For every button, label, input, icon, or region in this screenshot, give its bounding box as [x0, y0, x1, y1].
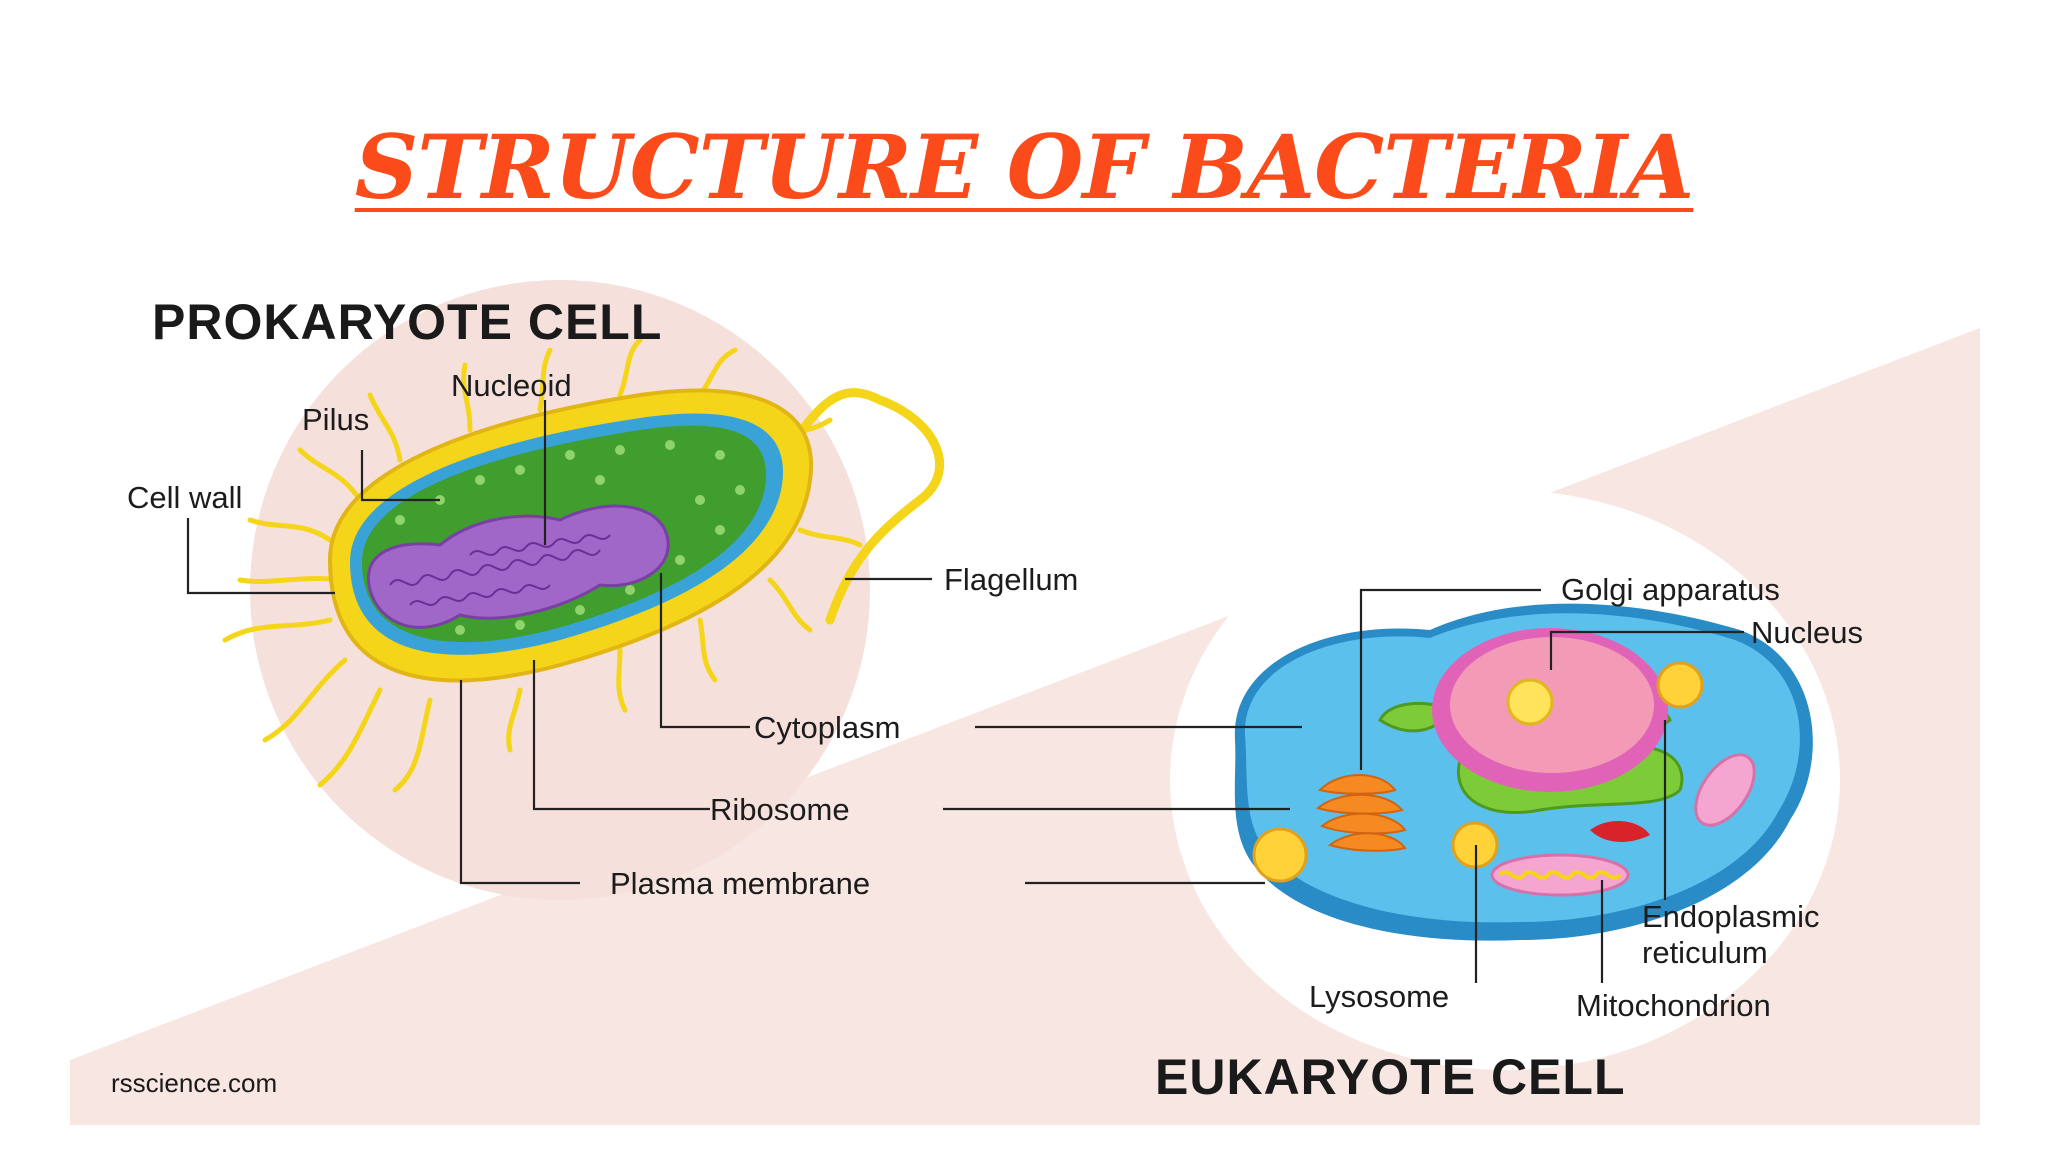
- label-endoplasmic: Endoplasmic: [1642, 899, 1819, 934]
- eukaryote-cell-illustration: [1234, 603, 1813, 941]
- mitochondrion-shape: [1490, 753, 1756, 897]
- eukaryote-heading: EUKARYOTE CELL: [1155, 1049, 1626, 1105]
- flagellum-shape: [770, 388, 944, 625]
- label-pilus: Pilus: [302, 402, 369, 437]
- source-credit: rsscience.com: [111, 1068, 277, 1098]
- nucleolus-shape: [1506, 678, 1554, 726]
- prokaryote-heading: PROKARYOTE CELL: [152, 294, 662, 350]
- label-cell-wall: Cell wall: [127, 480, 242, 515]
- label-plasma-membrane: Plasma membrane: [610, 866, 870, 901]
- golgi-apparatus-shape: [1315, 774, 1407, 852]
- page-title-text: STRUCTURE OF BACTERIA: [354, 115, 1695, 219]
- rough-er-shape: [1590, 820, 1650, 842]
- label-golgi-apparatus: Golgi apparatus: [1561, 572, 1780, 607]
- leader-lines: [186, 400, 1744, 983]
- pili-shapes: [222, 337, 863, 793]
- label-nucleoid: Nucleoid: [451, 368, 572, 403]
- label-flagellum: Flagellum: [944, 562, 1078, 597]
- label-ribosome: Ribosome: [710, 792, 850, 827]
- label-reticulum: reticulum: [1642, 935, 1768, 970]
- nucleoid-dna-squiggles: [389, 534, 611, 606]
- prokaryote-cell-illustration: [222, 337, 944, 793]
- page-title: STRUCTURE OF BACTERIA: [0, 115, 2048, 219]
- label-lysosome: Lysosome: [1309, 979, 1449, 1014]
- label-cytoplasm: Cytoplasm: [754, 710, 900, 745]
- label-nucleus: Nucleus: [1751, 615, 1863, 650]
- label-mitochondrion: Mitochondrion: [1576, 988, 1771, 1023]
